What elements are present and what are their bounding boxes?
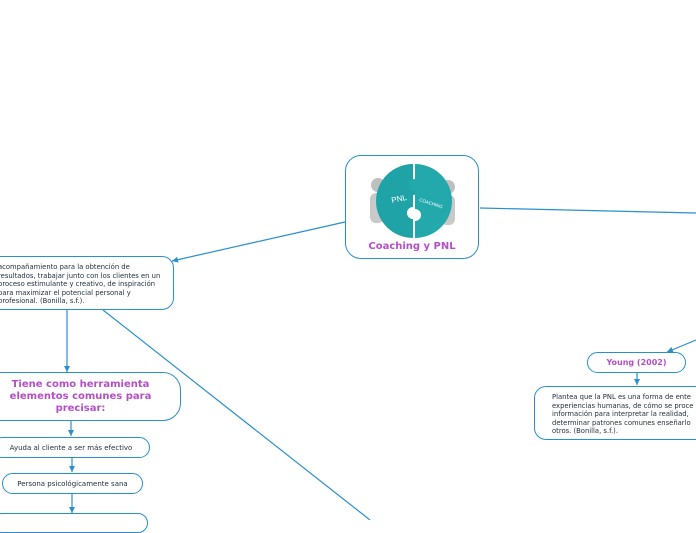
central-topic[interactable]: PNL COACHING Coaching y PNL <box>345 155 479 259</box>
central-title: Coaching y PNL <box>346 241 478 252</box>
pnl-definition-text: Plantea que la PNL es una forma de ente … <box>552 393 693 436</box>
coaching-definition-text: acompañamiento para la obtención de resu… <box>0 263 160 306</box>
connector-central-to-left <box>172 222 345 261</box>
list-item-effective[interactable]: Ayuda al cliente a ser más efectivo <box>0 437 150 458</box>
list-item-healthy-text: Persona psicológicamente sana <box>17 480 127 488</box>
list-item-effective-text: Ayuda al cliente a ser más efectivo <box>10 444 133 452</box>
connector-central-to-right <box>480 208 696 213</box>
author-young-text: Young (2002) <box>606 358 666 367</box>
tools-heading-node[interactable]: Tiene como herramienta elementos comunes… <box>0 372 181 421</box>
list-item-partial[interactable] <box>0 513 148 533</box>
author-young-node[interactable]: Young (2002) <box>587 352 686 373</box>
tools-heading-text: Tiene como herramienta elementos comunes… <box>0 379 180 415</box>
list-item-healthy[interactable]: Persona psicológicamente sana <box>2 473 143 494</box>
puzzle-people-image: PNL COACHING <box>364 161 462 241</box>
coaching-definition-node[interactable]: acompañamiento para la obtención de resu… <box>0 256 174 310</box>
connector-right-to-author <box>667 340 696 352</box>
pnl-definition-node[interactable]: Plantea que la PNL es una forma de ente … <box>534 386 696 440</box>
